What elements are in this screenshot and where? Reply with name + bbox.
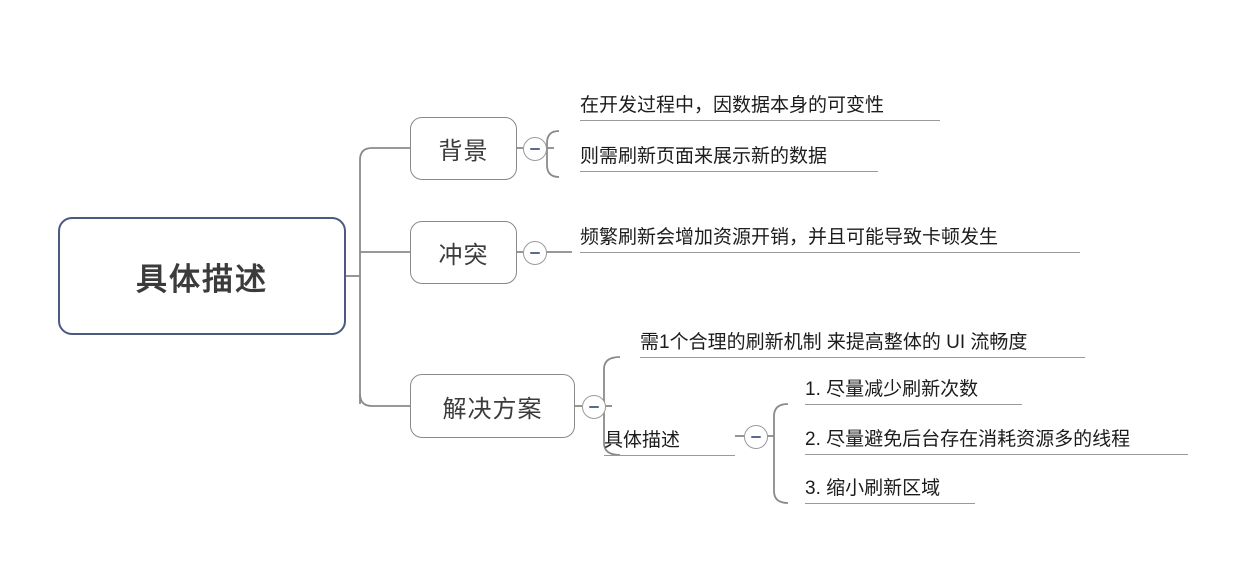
leaf-conflict-1-label: 频繁刷新会增加资源开销，并且可能导致卡顿发生 (580, 227, 999, 248)
subbranch-node-detail[interactable]: 具体描述 (604, 421, 735, 456)
leaf-background-1-label: 在开发过程中，因数据本身的可变性 (580, 95, 885, 116)
leaf-detail-3[interactable]: 3. 缩小刷新区域 (805, 469, 975, 504)
leaf-detail-2-label: 2. 尽量避免后台存在消耗资源多的线程 (805, 429, 1131, 450)
leaf-detail-2[interactable]: 2. 尽量避免后台存在消耗资源多的线程 (805, 420, 1188, 455)
minus-glyph (589, 406, 599, 408)
branch-node-conflict-label: 冲突 (438, 242, 489, 269)
leaf-conflict-1[interactable]: 频繁刷新会增加资源开销，并且可能导致卡顿发生 (580, 218, 1080, 253)
branch-node-solution[interactable]: 解决方案 (410, 374, 575, 438)
collapse-minus-icon-conflict[interactable] (523, 241, 547, 265)
root-node-label: 具体描述 (136, 261, 268, 297)
leaf-detail-1-label: 1. 尽量减少刷新次数 (805, 379, 979, 400)
leaf-solution-1[interactable]: 需1个合理的刷新机制 来提高整体的 UI 流畅度 (640, 323, 1085, 358)
leaf-detail-1[interactable]: 1. 尽量减少刷新次数 (805, 370, 1022, 405)
leaf-background-1[interactable]: 在开发过程中，因数据本身的可变性 (580, 86, 940, 121)
leaf-detail-3-label: 3. 缩小刷新区域 (805, 478, 941, 499)
branch-node-solution-label: 解决方案 (442, 395, 543, 423)
branch-node-conflict[interactable]: 冲突 (410, 221, 517, 284)
minus-glyph (751, 436, 761, 438)
leaf-background-2[interactable]: 则需刷新页面来展示新的数据 (580, 137, 878, 172)
collapse-minus-icon-background[interactable] (523, 137, 547, 161)
collapse-minus-icon-detail[interactable] (744, 425, 768, 449)
minus-glyph (530, 148, 540, 150)
collapse-minus-icon-solution[interactable] (582, 395, 606, 419)
leaf-background-2-label: 则需刷新页面来展示新的数据 (580, 146, 828, 167)
subbranch-node-detail-label: 具体描述 (604, 430, 681, 451)
branch-node-background-label: 背景 (438, 138, 489, 165)
minus-glyph (530, 252, 540, 254)
leaf-solution-1-label: 需1个合理的刷新机制 来提高整体的 UI 流畅度 (640, 332, 1028, 353)
branch-node-background[interactable]: 背景 (410, 117, 517, 180)
root-node[interactable]: 具体描述 (58, 217, 346, 335)
